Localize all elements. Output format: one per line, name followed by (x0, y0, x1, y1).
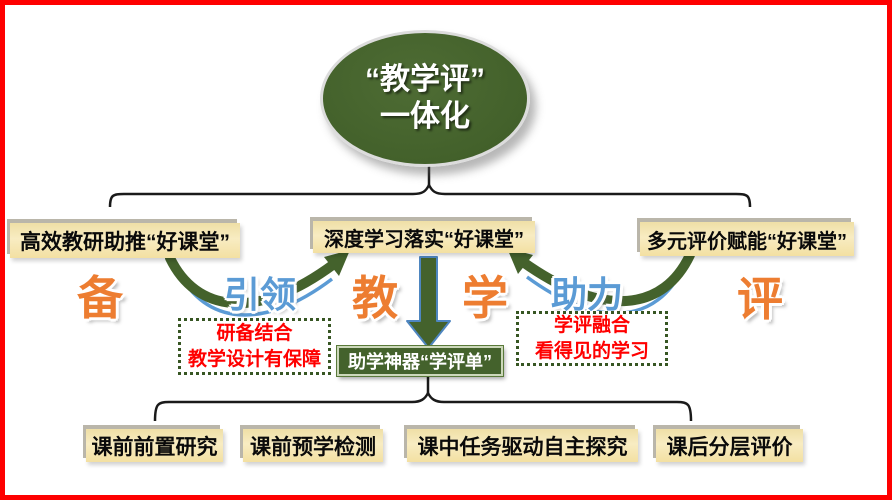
right-curved-arrow-head (507, 248, 533, 274)
stage-label-prepare: 备 (77, 272, 123, 324)
arrow-label-lead: 引领 (224, 274, 297, 315)
central-topic-line2: 一体化 (380, 99, 470, 133)
callout-learning-evaluation-line1: 学评融合 (553, 315, 630, 337)
left-curved-arrow (165, 253, 339, 309)
central-topic-ellipse: “教学评” 一体化 (320, 30, 530, 167)
callout-learning-evaluation: 学评融合 看得见的学习 (516, 311, 668, 366)
callout-learning-evaluation-line2: 看得见的学习 (534, 340, 649, 362)
callout-research-prep-line1: 研备结合 (216, 323, 293, 345)
callout-research-prep-line2: 教学设计有保障 (187, 348, 321, 370)
central-topic-line1: “教学评” (365, 62, 485, 96)
bottom-box-in-class-inquiry: 课中任务驱动自主探究 (407, 429, 638, 462)
top-box-deep-learning: 深度学习落实“好课堂” (313, 221, 535, 253)
down-arrow (406, 256, 451, 349)
bottom-box-pre-class-research: 课前前置研究 (86, 429, 223, 462)
bottom-box-after-class-evaluation: 课后分层评价 (656, 429, 803, 462)
left-curved-arrow-head (324, 250, 350, 276)
top-box-multi-evaluation: 多元评价赋能“好课堂” (640, 222, 854, 256)
callout-research-prep: 研备结合 教学设计有保障 (178, 318, 331, 375)
bottom-bracket (153, 390, 693, 422)
stage-label-teach: 教 (352, 272, 398, 324)
stage-label-evaluate: 评 (737, 273, 783, 325)
tool-box-evaluation-sheet: 助学神器“学评单” (336, 345, 504, 377)
top-bracket (108, 182, 752, 208)
top-box-teaching-research: 高效教研助推“好课堂” (10, 223, 240, 258)
arrow-label-assist: 助力 (551, 274, 624, 315)
stage-label-learn: 学 (462, 272, 508, 324)
bottom-box-pre-class-test: 课前预学检测 (243, 429, 383, 462)
right-curved-arrow (518, 250, 695, 307)
